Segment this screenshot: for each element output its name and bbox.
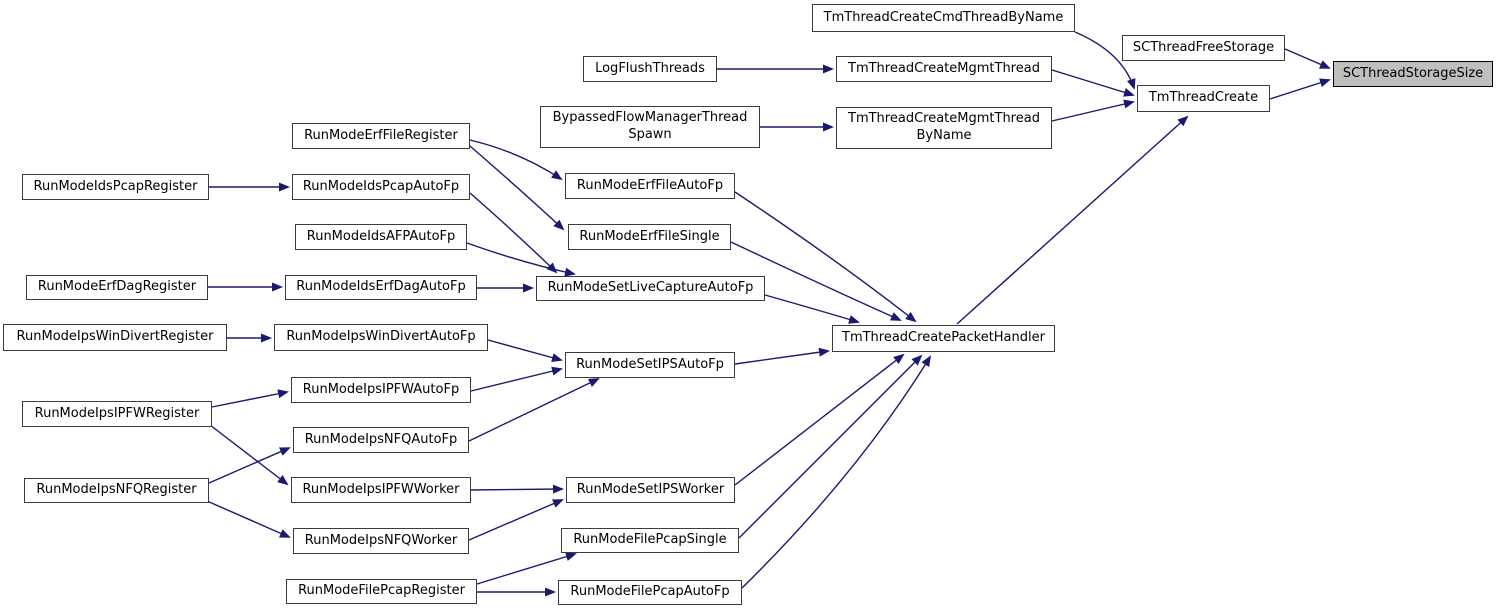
graph-node-label: ByName	[916, 128, 972, 143]
graph-node-logFlushThreads[interactable]: LogFlushThreads	[583, 56, 717, 82]
edge-ipsWinDivertAutoFp-to-setIPSAutoFp	[487, 339, 563, 362]
edge-setIPSWorker-to-packetHandler	[734, 353, 905, 486]
graph-node-label: RunModeIpsNFQRegister	[36, 482, 197, 498]
graph-node-label: RunModeFilePcapAutoFp	[570, 584, 730, 600]
graph-node-label: TmThreadCreate	[1148, 90, 1259, 106]
graph-node-label: RunModeIdsErfDagAutoFp	[296, 279, 466, 295]
graph-node-label: Spawn	[628, 127, 672, 142]
graph-node-setIPSAutoFp[interactable]: RunModeSetIPSAutoFp	[565, 352, 735, 378]
graph-node-tmThreadCreate[interactable]: TmThreadCreate	[1137, 85, 1270, 112]
graph-node-label: RunModeIpsIPFWRegister	[34, 405, 200, 421]
graph-node-label: LogFlushThreads	[595, 60, 705, 76]
edge-ipsNFQAutoFp-to-setIPSAutoFp	[468, 378, 600, 442]
edge-ipsIPFWWorker-to-setIPSWorker	[470, 484, 564, 494]
graph-node-label: RunModeIdsPcapAutoFp	[302, 178, 460, 194]
graph-node-freeStorage[interactable]: SCThreadFreeStorage	[1122, 35, 1285, 61]
edge-ipsNFQRegister-to-ipsNFQAutoFp	[208, 447, 291, 484]
edge-ipsIPFWRegister-to-ipsIPFWAutoFp	[211, 389, 289, 408]
edge-erfFileSingle-to-packetHandler	[730, 241, 902, 321]
graph-node-packetHandler[interactable]: TmThreadCreatePacketHandler	[832, 325, 1055, 352]
graph-node-erfFileSingle[interactable]: RunModeErfFileSingle	[568, 224, 731, 250]
edge-tmThreadCreate-to-storageSize	[1269, 78, 1331, 100]
graph-node-ipsWinDivertRegister[interactable]: RunModeIpsWinDivertRegister	[3, 324, 227, 351]
graph-node-idsAFPAutoFp[interactable]: RunModeIdsAFPAutoFp	[295, 224, 467, 250]
edge-filePcapAutoFp-to-packetHandler	[741, 355, 932, 589]
edge-freeStorage-to-storageSize	[1284, 48, 1331, 69]
graph-node-idsPcapRegister[interactable]: RunModeIdsPcapRegister	[22, 174, 209, 200]
graph-node-label: RunModeIpsNFQWorker	[304, 532, 458, 548]
edge-cmdThreadByName-to-tmThreadCreate	[1074, 31, 1136, 90]
graph-node-label: RunModeIpsWinDivertAutoFp	[286, 329, 476, 345]
edge-ipsNFQWorker-to-setIPSWorker	[468, 499, 564, 541]
graph-node-setIPSWorker[interactable]: RunModeSetIPSWorker	[566, 477, 735, 503]
graph-node-label: RunModeSetLiveCaptureAutoFp	[547, 280, 754, 296]
graph-node-ipsNFQWorker[interactable]: RunModeIpsNFQWorker	[293, 528, 469, 554]
edge-idsAFPAutoFp-to-setLiveCaptureAutoFp	[466, 242, 576, 277]
edge-ipsIPFWAutoFp-to-setIPSAutoFp	[470, 366, 563, 392]
edge-erfFileRegister-to-erfFileAutoFp	[469, 139, 563, 181]
graph-node-filePcapSingle[interactable]: RunModeFilePcapSingle	[561, 528, 739, 553]
graph-node-idsPcapAutoFp[interactable]: RunModeIdsPcapAutoFp	[292, 174, 470, 200]
graph-node-label: TmThreadCreatePacketHandler	[842, 330, 1045, 346]
graph-node-label: RunModeIpsIPFWAutoFp	[302, 381, 460, 397]
edge-erfFileRegister-to-erfFileSingle	[469, 145, 565, 231]
graph-node-ipsNFQAutoFp[interactable]: RunModeIpsNFQAutoFp	[293, 427, 469, 453]
graph-node-erfDagRegister[interactable]: RunModeErfDagRegister	[26, 275, 208, 300]
graph-node-filePcapRegister[interactable]: RunModeFilePcapRegister	[286, 579, 477, 604]
graph-node-label: RunModeErfFileAutoFp	[576, 177, 724, 193]
graph-node-mgmtThread[interactable]: TmThreadCreateMgmtThread	[836, 56, 1052, 82]
graph-node-label: TmThreadCreateMgmtThread	[848, 60, 1040, 76]
edge-packetHandler-to-tmThreadCreate	[956, 115, 1189, 325]
edge-filePcapSingle-to-packetHandler	[738, 354, 923, 539]
graph-node-erfFileRegister[interactable]: RunModeErfFileRegister	[292, 123, 470, 149]
graph-node-ipsIPFWAutoFp[interactable]: RunModeIpsIPFWAutoFp	[291, 377, 471, 403]
graph-node-ipsNFQRegister[interactable]: RunModeIpsNFQRegister	[24, 478, 209, 503]
edge-filePcapRegister-to-filePcapSingle	[476, 552, 577, 585]
graph-node-label: RunModeIpsWinDivertRegister	[16, 329, 214, 345]
graph-node-ipsWinDivertAutoFp[interactable]: RunModeIpsWinDivertAutoFp	[274, 324, 488, 351]
graph-node-label: SCThreadFreeStorage	[1132, 39, 1275, 55]
edge-setIPSAutoFp-to-packetHandler	[734, 347, 830, 365]
graph-node-label: RunModeIpsNFQAutoFp	[304, 431, 458, 447]
graph-node-filePcapAutoFp[interactable]: RunModeFilePcapAutoFp	[558, 580, 742, 605]
graph-node-setLiveCaptureAutoFp[interactable]: RunModeSetLiveCaptureAutoFp	[536, 276, 765, 301]
edge-ipsNFQRegister-to-ipsNFQWorker	[206, 500, 291, 538]
graph-node-label: RunModeErfFileSingle	[579, 228, 720, 244]
edge-erfFileAutoFp-to-packetHandler	[734, 191, 917, 323]
edge-ipsIPFWRegister-to-ipsIPFWWorker	[209, 424, 289, 486]
graph-node-erfFileAutoFp[interactable]: RunModeErfFileAutoFp	[565, 173, 735, 199]
graph-node-label: RunModeIdsPcapRegister	[33, 178, 198, 194]
graph-node-label: TmThreadCreateCmdThreadByName	[823, 9, 1064, 25]
graph-node-label: SCThreadStorageSize	[1342, 65, 1484, 81]
edge-mgmtThread-to-tmThreadCreate	[1051, 69, 1135, 97]
graph-node-label: RunModeErfDagRegister	[37, 279, 197, 295]
graph-node-label: RunModeIpsIPFWWorker	[302, 481, 460, 497]
graph-node-label: BypassedFlowManagerThread	[552, 110, 748, 126]
edge-mgmtThreadByName-to-tmThreadCreate	[1051, 99, 1135, 122]
graph-node-ipsIPFWRegister[interactable]: RunModeIpsIPFWRegister	[22, 401, 212, 427]
graph-node-storageSize: SCThreadStorageSize	[1333, 61, 1493, 87]
graph-node-cmdThreadByName[interactable]: TmThreadCreateCmdThreadByName	[812, 4, 1075, 32]
graph-node-label: TmThreadCreateMgmtThread	[848, 111, 1040, 127]
graph-node-label: RunModeErfFileRegister	[304, 127, 458, 143]
graph-node-label: RunModeSetIPSAutoFp	[576, 356, 724, 372]
graph-node-ipsIPFWWorker[interactable]: RunModeIpsIPFWWorker	[291, 477, 471, 503]
graph-node-label: RunModeIdsAFPAutoFp	[306, 228, 456, 244]
graph-node-label: RunModeFilePcapSingle	[573, 532, 727, 548]
edge-idsPcapAutoFp-to-setLiveCaptureAutoFp	[469, 192, 558, 274]
graph-node-label: RunModeSetIPSWorker	[576, 481, 725, 497]
graph-node-label: RunModeFilePcapRegister	[298, 583, 465, 599]
edge-setLiveCaptureAutoFp-to-packetHandler	[764, 294, 860, 324]
graph-node-idsErfDagAutoFp[interactable]: RunModeIdsErfDagAutoFp	[285, 275, 477, 300]
